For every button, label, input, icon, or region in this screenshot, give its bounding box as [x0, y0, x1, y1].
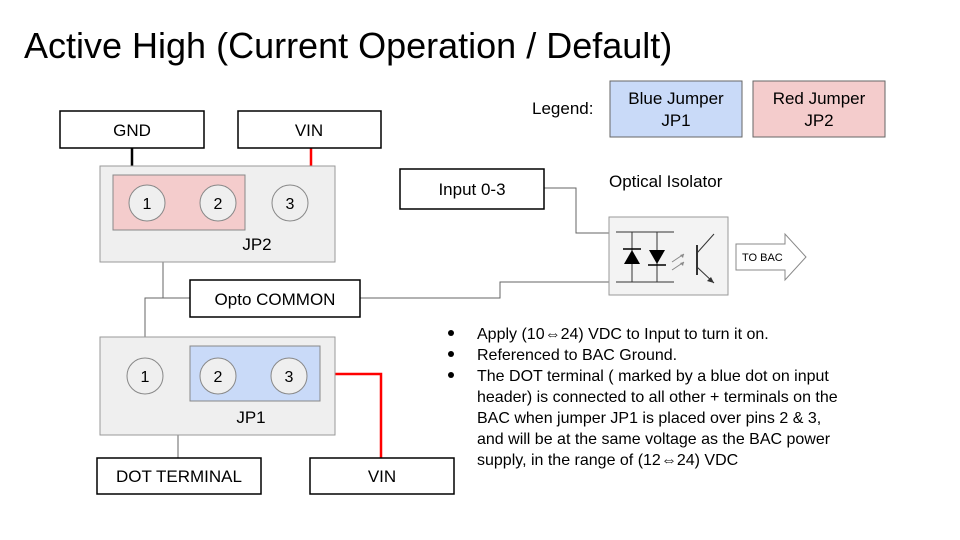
- vin-top-label: VIN: [295, 121, 323, 140]
- optical-isolator: [608, 216, 729, 296]
- page-title: Active High (Current Operation / Default…: [24, 25, 672, 66]
- jp1-label: JP1: [236, 408, 265, 427]
- vin-bottom-box: VIN: [309, 457, 455, 495]
- jp2-pin-1: 1: [143, 196, 152, 213]
- legend-red-line2: JP2: [804, 111, 833, 130]
- input-box: Input 0-3: [399, 168, 545, 210]
- legend-label: Legend:: [532, 99, 593, 118]
- to-bac-arrow: TO BAC: [735, 232, 807, 282]
- vin-top-box: VIN: [237, 110, 382, 149]
- jp2-pin-2: 2: [214, 196, 223, 213]
- input-label: Input 0-3: [438, 180, 505, 199]
- note-bullet-1: Apply (10⇔24) VDC to Input to turn it on…: [477, 326, 769, 343]
- jp1-pin-1: 1: [141, 369, 150, 386]
- gnd-box: GND: [59, 110, 205, 149]
- led-icon: [649, 250, 665, 264]
- vin-bottom-label: VIN: [368, 467, 396, 486]
- note-bullet-3-line-4: and will be at the same voltage as the B…: [477, 431, 831, 448]
- legend-blue-line2: JP1: [661, 111, 690, 130]
- wire-common-isolator: [360, 270, 621, 299]
- to-bac-label: TO BAC: [742, 252, 783, 264]
- jp1-pin-3: 3: [285, 369, 294, 386]
- notes-list: Apply (10⇔24) VDC to Input to turn it on…: [448, 326, 838, 469]
- note-bullet-3-line-5: supply, in the range of (12⇔24) VDC: [477, 452, 738, 469]
- diode-icon: [624, 250, 640, 264]
- note-bullet-3-line-3: BAC when jumper JP1 is placed over pins …: [477, 410, 821, 427]
- legend-red-line1: Red Jumper: [773, 89, 866, 108]
- jp2-panel: 1 2 3 JP2: [99, 165, 336, 263]
- jp1-pin-2: 2: [214, 369, 223, 386]
- jp1-panel: 1 2 3 JP1: [99, 336, 336, 436]
- note-bullet-3-line-1: The DOT terminal ( marked by a blue dot …: [477, 368, 829, 385]
- dot-terminal-box: DOT TERMINAL: [96, 457, 262, 495]
- jp2-pin-3: 3: [286, 196, 295, 213]
- legend-blue-line1: Blue Jumper: [628, 89, 724, 108]
- dot-terminal-label: DOT TERMINAL: [116, 467, 242, 486]
- legend-red-jumper: Red Jumper JP2: [752, 80, 886, 138]
- gnd-label: GND: [113, 121, 151, 140]
- jp2-label: JP2: [242, 235, 271, 254]
- legend-blue-jumper: Blue Jumper JP1: [609, 80, 743, 138]
- optical-isolator-label: Optical Isolator: [609, 172, 723, 191]
- note-bullet-2: Referenced to BAC Ground.: [477, 347, 677, 364]
- note-bullet-3-line-2: header) is connected to all other + term…: [477, 389, 838, 406]
- opto-common-label: Opto COMMON: [215, 290, 336, 309]
- opto-common-box: Opto COMMON: [189, 279, 361, 318]
